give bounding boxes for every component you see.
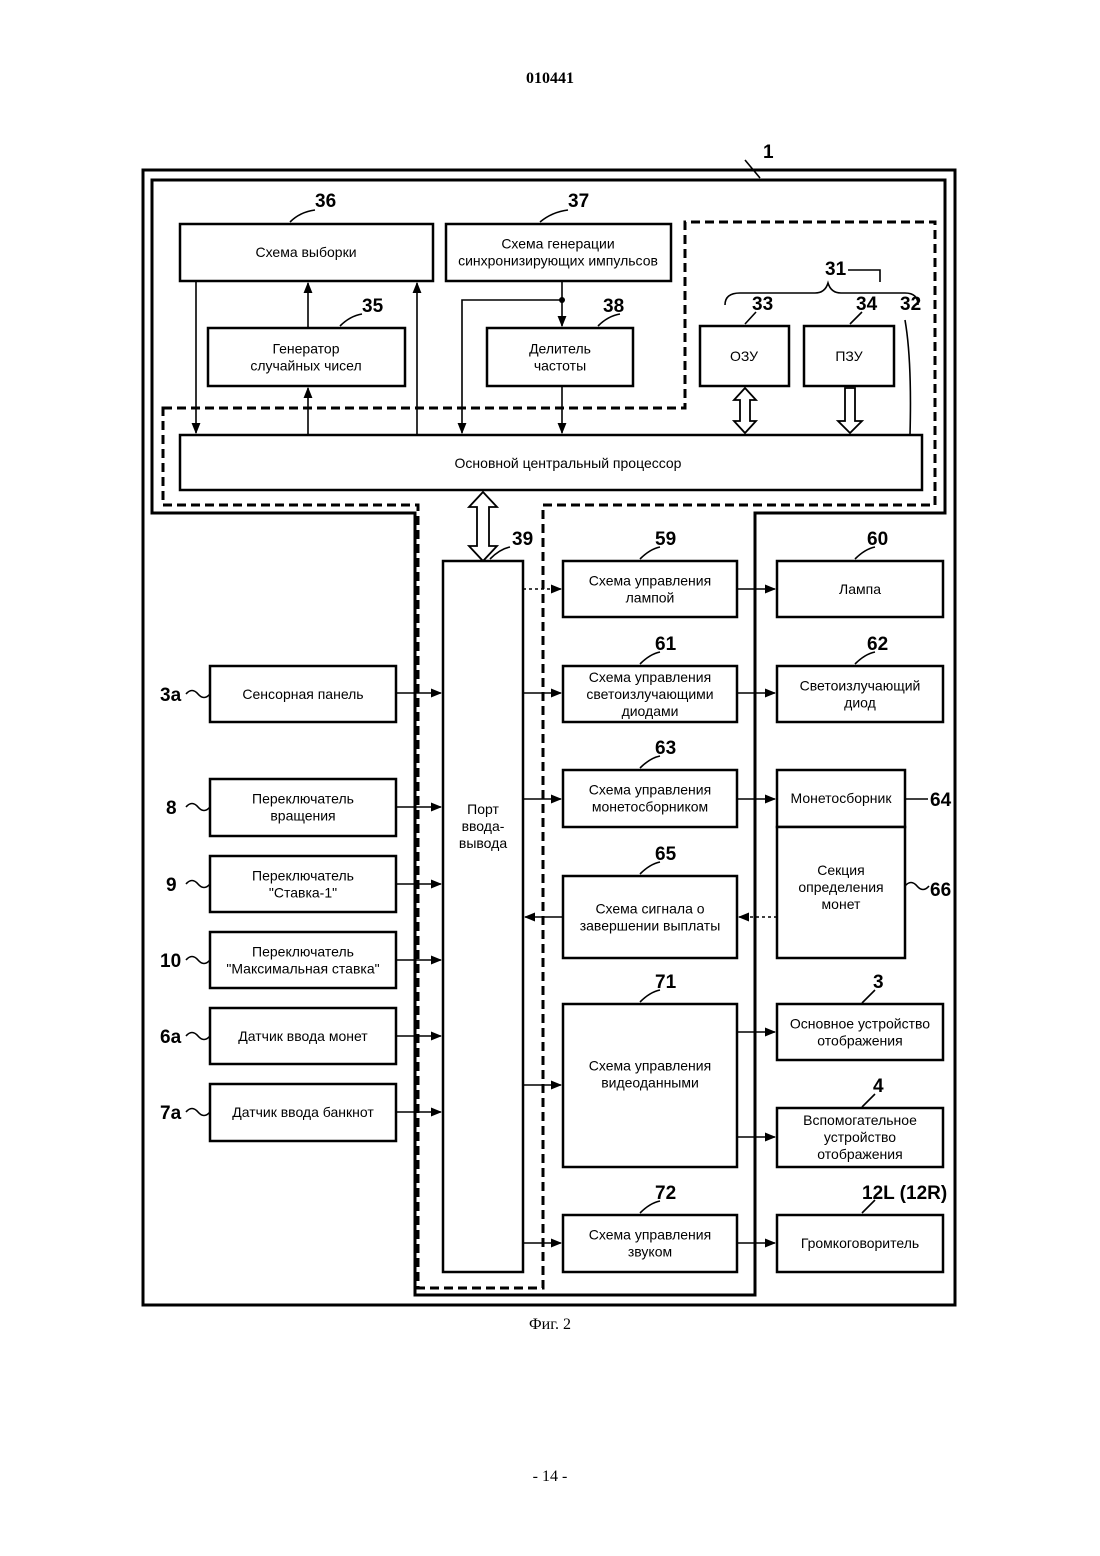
- ref-35: 35: [362, 296, 384, 317]
- payout-signal-label: Схема сигнала озавершении выплаты: [580, 901, 721, 934]
- hopper-control-label: Схема управлениямонетосборником: [589, 782, 711, 815]
- block-label-line: Схема сигнала о: [595, 901, 704, 917]
- block-label-line: Делитель: [529, 341, 591, 357]
- block-label-line: монетосборником: [592, 799, 708, 815]
- ref-33: 33: [752, 294, 773, 315]
- block-label-line: ввода-: [462, 818, 505, 834]
- block-label-line: Переключатель: [252, 868, 354, 884]
- block-label-line: диодами: [622, 703, 679, 719]
- ram-bus-arrow: [734, 388, 756, 433]
- block-label-line: завершении выплаты: [580, 918, 721, 934]
- block-label-line: Датчик ввода монет: [238, 1028, 368, 1044]
- block-label-line: частоты: [534, 358, 586, 374]
- block-label-line: ПЗУ: [835, 348, 862, 364]
- ref-9: 9: [166, 875, 177, 896]
- block-label-line: отображения: [817, 1033, 902, 1049]
- ref-7a: 7a: [160, 1103, 182, 1124]
- block-label-line: Генератор: [272, 341, 339, 357]
- block-label-line: видеоданными: [601, 1075, 699, 1091]
- block-label-line: Громкоговоритель: [801, 1235, 919, 1251]
- block-label-line: Светоизлучающий: [800, 678, 921, 694]
- block-label-line: устройство: [824, 1129, 896, 1145]
- ref-39: 39: [512, 529, 533, 550]
- ref-3a: 3a: [160, 685, 182, 706]
- video-control-label: Схема управлениявидеоданными: [589, 1058, 711, 1091]
- block-label-line: Схема генерации: [501, 236, 614, 252]
- block-label-line: Монетосборник: [791, 790, 893, 806]
- ref-1: 1: [763, 142, 774, 163]
- block-label-line: "Ставка-1": [269, 885, 337, 901]
- ref-66: 66: [930, 880, 951, 901]
- ref-32: 32: [900, 294, 921, 315]
- block-label-line: случайных чисел: [250, 358, 361, 374]
- hopper-label: Монетосборник: [791, 790, 893, 806]
- block-label-line: Схема управления: [589, 782, 711, 798]
- block-label-line: Схема управления: [589, 1058, 711, 1074]
- ram-label: ОЗУ: [730, 348, 758, 364]
- block-label-line: Порт: [467, 801, 499, 817]
- block-label-line: Датчик ввода банкнот: [232, 1104, 374, 1120]
- page-number: - 14 -: [0, 1468, 1100, 1486]
- rom-label: ПЗУ: [835, 348, 862, 364]
- block-label-line: Схема управления: [589, 1227, 711, 1243]
- ref-34: 34: [856, 294, 878, 315]
- block-label-line: светоизлучающими: [586, 686, 713, 702]
- rom-bus-arrow: [838, 388, 862, 433]
- ref-31: 31: [825, 259, 847, 280]
- ref-12: 12L (12R): [862, 1183, 947, 1204]
- block-label-line: звуком: [628, 1244, 672, 1260]
- coin-sensor-label: Датчик ввода монет: [238, 1028, 368, 1044]
- ref-60: 60: [867, 529, 888, 550]
- ref-62: 62: [867, 634, 888, 655]
- block-label-line: Переключатель: [252, 791, 354, 807]
- block-label-line: Секция: [817, 862, 864, 878]
- touch-panel-label: Сенсорная панель: [242, 686, 363, 702]
- block-label-line: ОЗУ: [730, 348, 758, 364]
- block-label-line: отображения: [817, 1146, 902, 1162]
- ref-10: 10: [160, 951, 181, 972]
- block-label-line: Основной центральный процессор: [455, 455, 682, 471]
- block-label-line: вывода: [459, 835, 507, 851]
- ref-65: 65: [655, 844, 677, 865]
- ref-6a: 6a: [160, 1027, 182, 1048]
- cpu-label: Основной центральный процессор: [455, 455, 682, 471]
- block-label-line: Сенсорная панель: [242, 686, 363, 702]
- block-label-line: определения: [798, 879, 883, 895]
- divider-label: Делительчастоты: [529, 341, 591, 374]
- bill-sensor-label: Датчик ввода банкнот: [232, 1104, 374, 1120]
- ref-71: 71: [655, 972, 677, 993]
- block-label-line: Основное устройство: [790, 1016, 930, 1032]
- ref-38: 38: [603, 296, 624, 317]
- ref-59: 59: [655, 529, 676, 550]
- speaker-label: Громкоговоритель: [801, 1235, 919, 1251]
- block-label-line: лампой: [626, 590, 675, 606]
- io-port: [443, 561, 523, 1272]
- block-label-line: Переключатель: [252, 944, 354, 960]
- ref-63: 63: [655, 738, 676, 759]
- block-label-line: диод: [844, 695, 876, 711]
- block-label-line: синхронизирующих импульсов: [458, 253, 658, 269]
- ref-36: 36: [315, 191, 336, 212]
- block-label-line: Лампа: [839, 581, 881, 597]
- ref-37: 37: [568, 191, 589, 212]
- block-label-line: Схема выборки: [255, 244, 356, 260]
- block-label-line: вращения: [270, 808, 335, 824]
- block-label-line: Вспомогательное: [803, 1112, 917, 1128]
- figure-caption: Фиг. 2: [0, 1316, 1100, 1334]
- ref-8: 8: [166, 798, 177, 819]
- block-label-line: "Максимальная ставка": [226, 961, 379, 977]
- ref-72: 72: [655, 1183, 676, 1204]
- cpu-io-bus-arrow: [469, 492, 497, 561]
- ref-61: 61: [655, 634, 677, 655]
- ref-4: 4: [873, 1076, 884, 1097]
- lamp-label: Лампа: [839, 581, 881, 597]
- ref-64: 64: [930, 790, 952, 811]
- block-label-line: монет: [822, 896, 861, 912]
- sampling-label: Схема выборки: [255, 244, 356, 260]
- ref-3: 3: [873, 972, 884, 993]
- block-label-line: Схема управления: [589, 669, 711, 685]
- block-label-line: Схема управления: [589, 573, 711, 589]
